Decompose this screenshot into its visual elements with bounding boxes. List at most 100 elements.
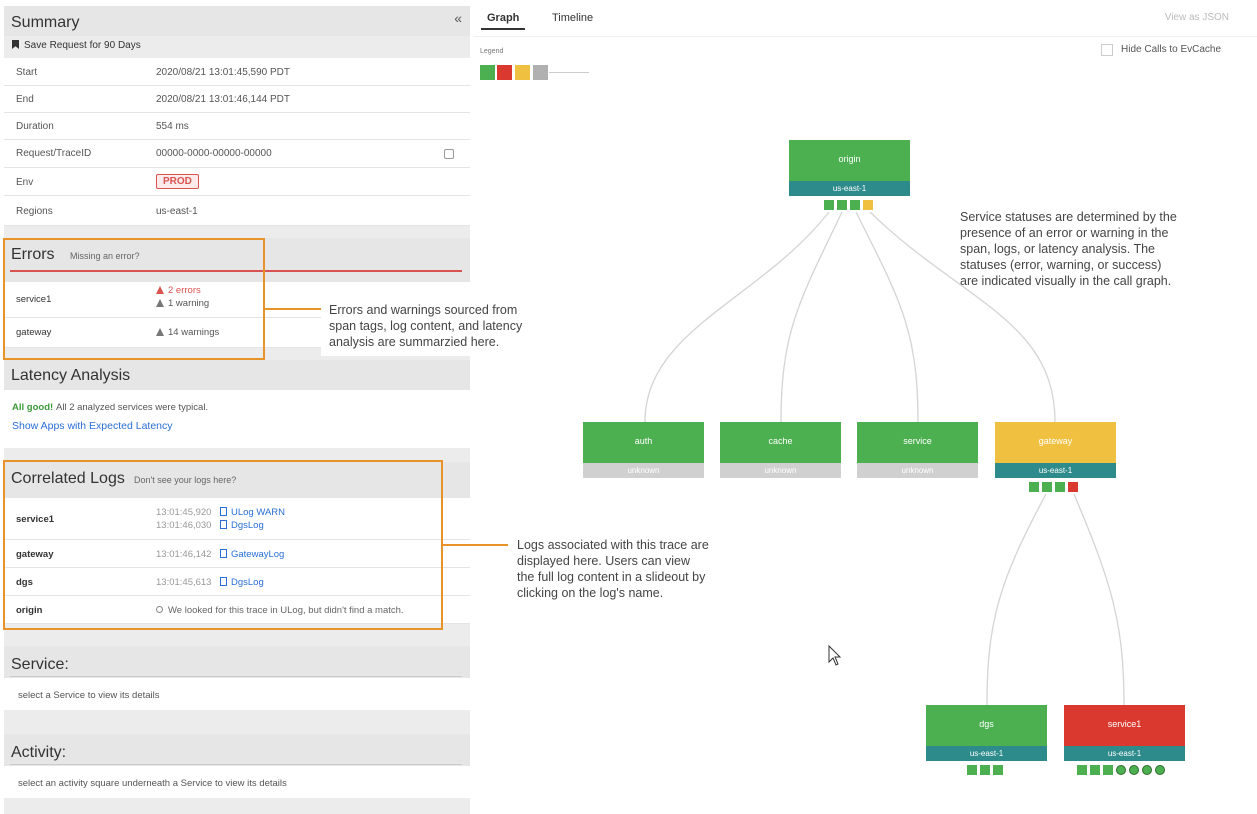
- latency-body: All good! All 2 analyzed services were t…: [4, 390, 470, 448]
- node-region: us-east-1: [995, 463, 1116, 478]
- log-row-service1: service1 13:01:45,920 ULog WARN 13:01:46…: [4, 498, 470, 540]
- service-body: select a Service to view its details: [4, 678, 470, 710]
- activity-square[interactable]: [1103, 765, 1113, 775]
- node-name: service1: [1107, 719, 1142, 729]
- logs-title: Correlated Logs: [11, 470, 125, 487]
- activity-square[interactable]: [1155, 765, 1165, 775]
- node-cache[interactable]: cache unknown: [720, 422, 841, 480]
- activity-square[interactable]: [1142, 765, 1152, 775]
- annotation-line: presence of an error or warning in the: [960, 226, 1169, 240]
- latency-good: All good!: [12, 402, 54, 413]
- annotation-line: analysis are summarzied here.: [329, 335, 500, 349]
- activity-square[interactable]: [980, 765, 990, 775]
- search-icon: [156, 606, 163, 613]
- activity-square[interactable]: [967, 765, 977, 775]
- node-gateway[interactable]: gateway us-east-1: [995, 422, 1116, 494]
- hide-evcache-label: Hide Calls to EvCache: [1121, 44, 1222, 55]
- tab-graph[interactable]: Graph: [481, 8, 526, 30]
- field-key: Env: [16, 177, 34, 188]
- annotation-line: Logs associated with this trace are: [517, 538, 709, 552]
- activity-square[interactable]: [1090, 765, 1100, 775]
- node-name: auth: [634, 436, 653, 446]
- logs-subtitle[interactable]: Don't see your logs here?: [134, 475, 237, 485]
- node-origin[interactable]: origin us-east-1: [789, 140, 910, 212]
- summary-row-traceid: Request/TraceID 00000-0000-00000-00000: [4, 140, 470, 168]
- field-value: 00000-0000-00000-00000: [156, 148, 272, 159]
- activity-square[interactable]: [1042, 482, 1052, 492]
- log-link[interactable]: GatewayLog: [231, 549, 285, 560]
- env-badge: PROD: [156, 174, 199, 189]
- log-row-origin: origin We looked for this trace in ULog,…: [4, 596, 470, 624]
- field-key: Request/TraceID: [16, 148, 92, 159]
- log-service: dgs: [16, 577, 33, 588]
- node-auth[interactable]: auth unknown: [583, 422, 704, 480]
- node-name: service: [903, 436, 932, 446]
- doc-icon: [220, 520, 227, 529]
- view-json-link[interactable]: View as JSON: [1164, 12, 1229, 23]
- statuses-annotation: Service statuses are determined by the p…: [960, 209, 1250, 289]
- log-time: 13:01:46,030: [156, 520, 212, 531]
- node-dgs[interactable]: dgs us-east-1: [926, 705, 1047, 777]
- field-key: Start: [16, 67, 38, 78]
- activity-square[interactable]: [1116, 765, 1126, 775]
- node-service1[interactable]: service1 us-east-1: [1064, 705, 1185, 777]
- edge-origin-gateway: [869, 211, 1056, 423]
- activity-square[interactable]: [850, 200, 860, 210]
- activity-square[interactable]: [1029, 482, 1039, 492]
- annotation-line: Service statuses are determined by the: [960, 210, 1177, 224]
- node-region: unknown: [583, 463, 704, 478]
- log-time: 13:01:46,142: [156, 549, 212, 560]
- activity-square[interactable]: [863, 200, 873, 210]
- tab-timeline[interactable]: Timeline: [552, 12, 594, 24]
- activity-square[interactable]: [1129, 765, 1139, 775]
- hide-evcache-checkbox[interactable]: [1101, 44, 1113, 56]
- field-value: us-east-1: [156, 206, 198, 217]
- copy-icon[interactable]: [444, 149, 454, 159]
- node-name: origin: [838, 154, 861, 164]
- service-hint: select a Service to view its details: [18, 690, 160, 701]
- legend-warning-swatch: [515, 65, 530, 80]
- doc-icon: [220, 577, 227, 586]
- log-link[interactable]: ULog WARN: [231, 507, 286, 518]
- errors-subtitle[interactable]: Missing an error?: [70, 251, 140, 261]
- legend-success-swatch: [480, 65, 495, 80]
- latency-title: Latency Analysis: [11, 367, 131, 384]
- annotation-line: statuses (error, warning, or success): [960, 258, 1162, 272]
- activity-header: Activity:: [4, 734, 470, 766]
- error-count: 2 errors: [168, 285, 201, 296]
- node-service[interactable]: service unknown: [857, 422, 978, 480]
- activity-square[interactable]: [993, 765, 1003, 775]
- activity-square[interactable]: [837, 200, 847, 210]
- annotation-line: displayed here. Users can view: [517, 554, 690, 568]
- annotation-line: span, logs, or latency analysis. The: [960, 242, 1156, 256]
- error-service: service1: [16, 294, 52, 305]
- logs-header: Correlated Logs Don't see your logs here…: [4, 462, 470, 498]
- save-request-button[interactable]: Save Request for 90 Days: [4, 40, 470, 58]
- warning-count: 14 warnings: [168, 327, 220, 338]
- legend-line: [549, 72, 589, 73]
- log-link[interactable]: DgsLog: [231, 520, 264, 531]
- expected-latency-link[interactable]: Show Apps with Expected Latency: [12, 420, 173, 432]
- node-region: us-east-1: [926, 746, 1047, 761]
- activity-title: Activity:: [11, 744, 67, 761]
- log-row-dgs: dgs 13:01:45,613 DgsLog: [4, 568, 470, 596]
- edge-gateway-dgs: [986, 493, 1047, 706]
- service-title: Service:: [11, 656, 69, 673]
- activity-square[interactable]: [824, 200, 834, 210]
- error-service: gateway: [16, 327, 52, 338]
- logs-callout-line: [443, 544, 508, 546]
- activity-square[interactable]: [1055, 482, 1065, 492]
- log-link[interactable]: DgsLog: [231, 577, 264, 588]
- legend-title: Legend: [480, 48, 504, 55]
- field-key: Regions: [16, 206, 53, 217]
- annotation-line: the full log content in a slideout by: [517, 570, 706, 584]
- activity-square[interactable]: [1068, 482, 1078, 492]
- annotation-line: span tags, log content, and latency: [329, 319, 523, 333]
- collapse-panel-icon[interactable]: «: [454, 10, 462, 26]
- summary-row-env: Env PROD: [4, 168, 470, 196]
- errors-title: Errors: [11, 246, 55, 263]
- edge-origin-service: [855, 211, 919, 423]
- activity-square[interactable]: [1077, 765, 1087, 775]
- edge-gateway-service1: [1073, 493, 1125, 706]
